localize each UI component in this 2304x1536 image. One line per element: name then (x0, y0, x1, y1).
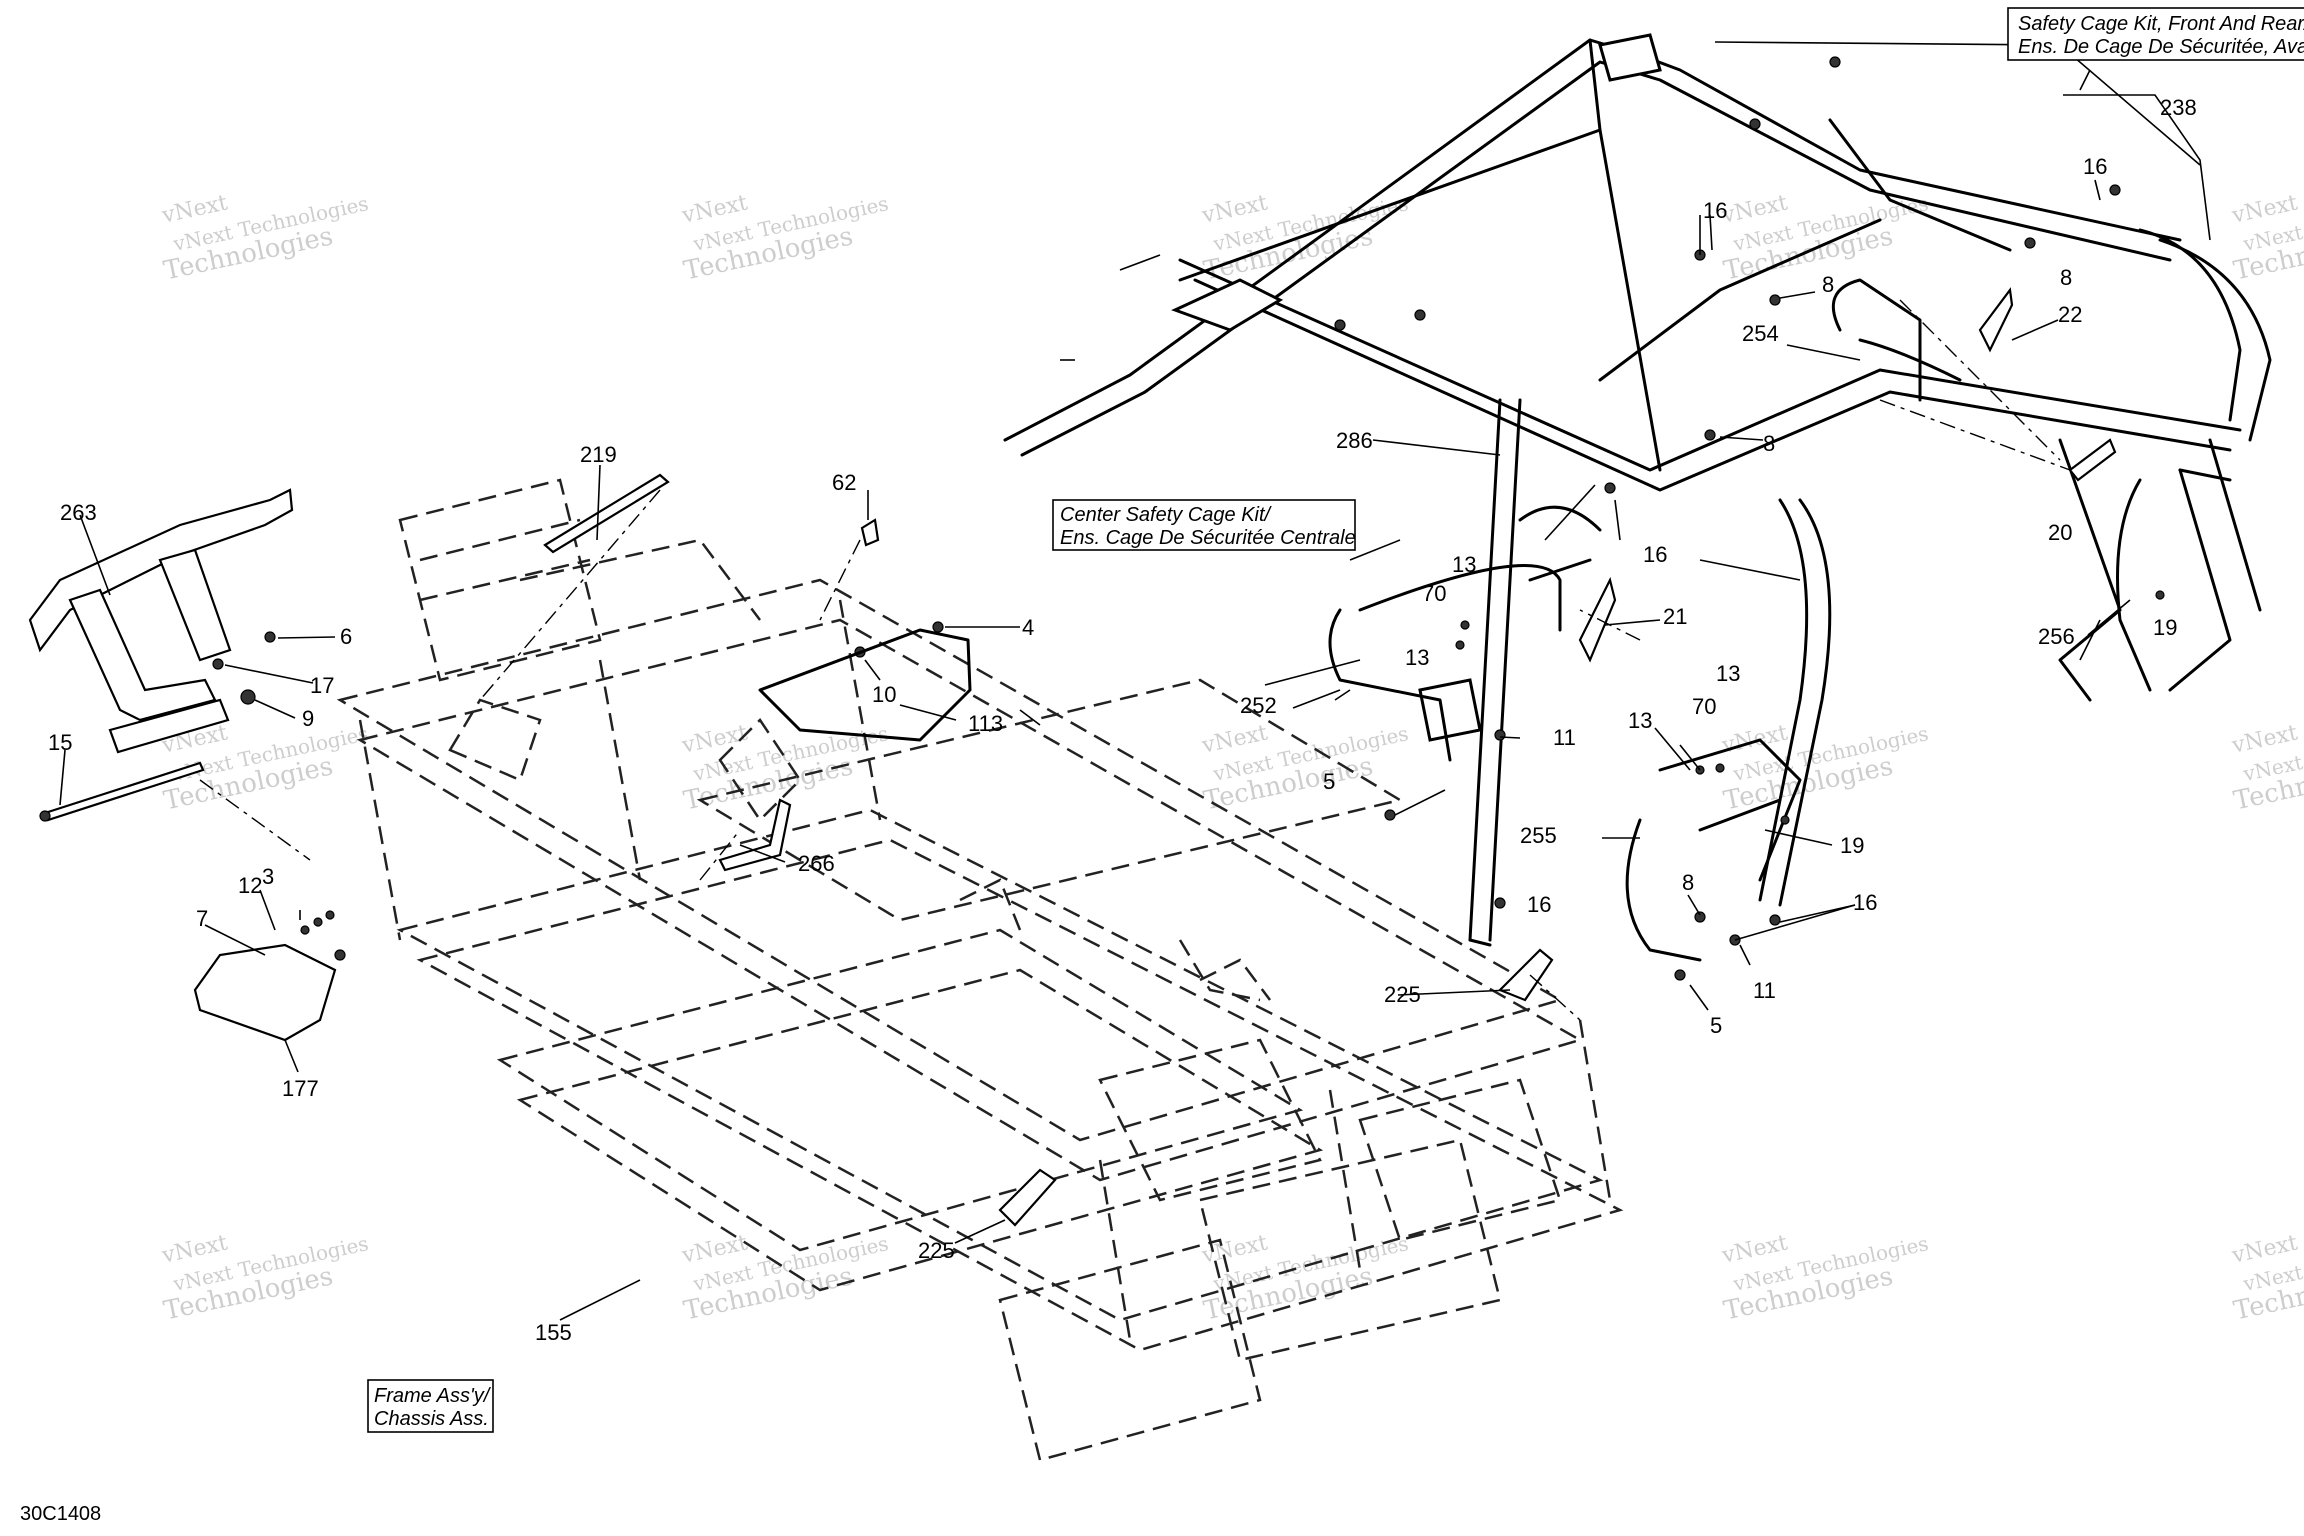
callout: 11 (1553, 725, 1576, 750)
watermarks: vNext vNext Technologies Technologies vN… (159, 190, 2304, 1326)
kit-label-line: Ens. Cage De Sécuritée Centrale (1060, 527, 1356, 549)
watermark: vNext vNext Technologies Technologies (2229, 1230, 2304, 1326)
callout: 219 (580, 442, 617, 467)
callout: 16 (1853, 890, 1877, 915)
callout: 8 (2060, 265, 2072, 290)
kit-label-frame: Frame Ass'y/ Chassis Ass. (367, 1379, 494, 1433)
callout: 10 (872, 682, 896, 707)
plate-20 (2068, 438, 2117, 482)
watermark: vNext vNext Technologies Technologies (679, 190, 890, 286)
watermark: vNext vNext Technologies Technologies (679, 1230, 890, 1326)
callout: 16 (2083, 154, 2107, 179)
callout: 4 (1022, 615, 1034, 640)
callout: 70 (1692, 694, 1716, 719)
watermark: vNext vNext Technologies Technologies (159, 190, 370, 286)
callout: 19 (2153, 615, 2177, 640)
bracket-266 (718, 798, 792, 872)
callout: 21 (1663, 604, 1687, 629)
kit-label-line: Center Safety Cage Kit/ (1060, 504, 1273, 526)
watermark: vNext vNext Technologies Technologies (1199, 720, 1410, 816)
mount-177 (193, 943, 337, 1042)
callout: 113 (968, 711, 1003, 736)
callout: 16 (1527, 892, 1551, 917)
watermark: vNext vNext Technologies Technologies (1199, 190, 1410, 286)
callout: 5 (1323, 769, 1335, 794)
drawing-code: 30C1408 (20, 1503, 101, 1525)
callout: 8 (1682, 870, 1694, 895)
kit-label-safety-cage: Safety Cage Kit, Front And Rear/ Ens. De… (2007, 7, 2304, 61)
callout: 225 (1384, 982, 1421, 1007)
kit-label-line: Chassis Ass. (374, 1408, 489, 1430)
callout: 70 (1422, 581, 1446, 606)
skid-225 (1498, 948, 1554, 1002)
callout: 256 (2038, 624, 2075, 649)
callout: 20 (2048, 520, 2072, 545)
watermark: vNext vNext Technologies Technologies (2229, 720, 2304, 816)
callout: 225 (918, 1238, 955, 1263)
callout: 8 (1763, 431, 1775, 456)
callout: 255 (1520, 823, 1557, 848)
callout: 11 (1753, 978, 1776, 1003)
callout: 22 (2058, 302, 2082, 327)
kit-label-line: Ens. De Cage De Sécuritée, Avant (2018, 36, 2304, 58)
bracket-21 (1578, 576, 1617, 663)
handle-113 (758, 628, 972, 742)
callout: 155 (535, 1320, 572, 1345)
callout: 15 (48, 730, 72, 755)
callout: 3 (262, 864, 274, 889)
callout: 12 (238, 873, 262, 898)
callout: 17 (310, 673, 334, 698)
callout: 6 (340, 624, 352, 649)
bumper-263 (28, 488, 294, 653)
strap-219 (543, 473, 670, 554)
callout: 8 (1822, 272, 1834, 297)
watermark: vNext vNext Technologies Technologies (1199, 1230, 1410, 1326)
callout: 5 (1710, 1013, 1722, 1038)
watermark: vNext vNext Technologies Technologies (1719, 720, 1930, 816)
callout: 9 (302, 706, 314, 731)
callout: 286 (1336, 428, 1373, 453)
watermark: vNext vNext Technologies Technologies (159, 1230, 370, 1326)
callout: 16 (1703, 198, 1727, 223)
frame-assembly (336, 478, 1624, 1462)
kit-label-line: Safety Cage Kit, Front And Rear/ (2018, 13, 2304, 35)
callout: 13 (1628, 708, 1652, 733)
callout: 266 (798, 851, 835, 876)
callout: 13 (1716, 661, 1740, 686)
callout: 13 (1452, 552, 1476, 577)
callout: 62 (832, 470, 856, 495)
callout: 263 (60, 500, 97, 525)
callout: 252 (1240, 693, 1277, 718)
watermark: vNext vNext Technologies Technologies (1719, 1230, 1930, 1326)
center-safety-cage (1328, 278, 2232, 962)
bracket-22 (1978, 287, 2014, 353)
callouts: 238 16 16 8 8 22 254 8 286 20 16 13 70 1… (48, 95, 2197, 1345)
watermark: vNext vNext Technologies Technologies (2229, 190, 2304, 286)
kit-label-line: Frame Ass'y/ (374, 1385, 492, 1407)
callout: 254 (1742, 321, 1779, 346)
callout: 13 (1405, 645, 1429, 670)
skid-225 (998, 1168, 1057, 1227)
callout: 177 (282, 1076, 319, 1101)
callout: 19 (1840, 833, 1864, 858)
callout: 16 (1643, 542, 1667, 567)
parts-left (28, 56, 2165, 1227)
safety-cage-front-rear (1003, 33, 2272, 702)
callout: 7 (196, 906, 208, 931)
callout: 238 (2160, 95, 2197, 120)
kit-label-center-cage: Center Safety Cage Kit/ Ens. Cage De Séc… (1052, 499, 1356, 551)
